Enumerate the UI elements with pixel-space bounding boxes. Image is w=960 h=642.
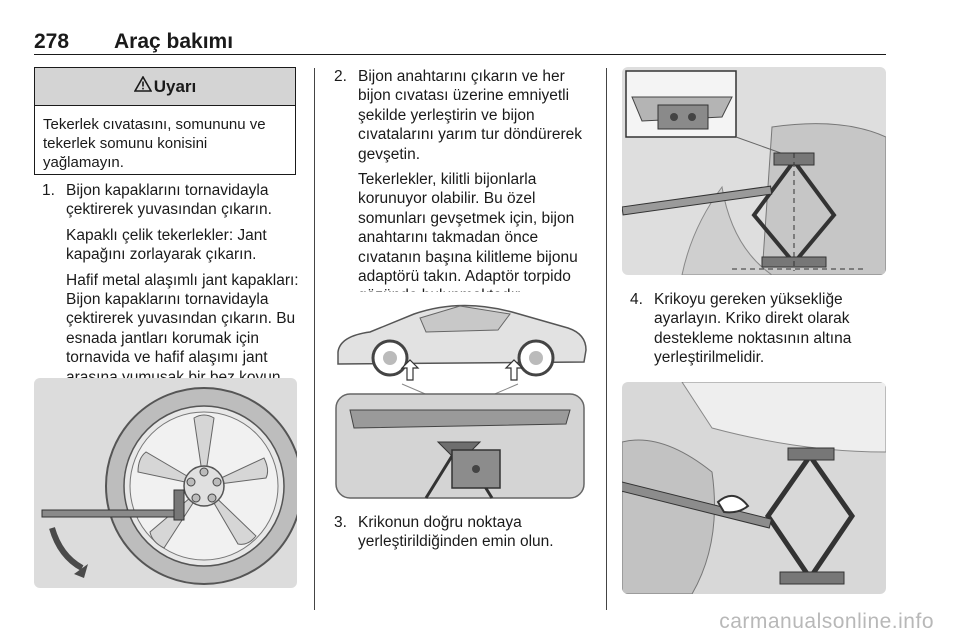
warning-triangle-icon [133,75,153,97]
step-number: 3. [334,514,347,531]
page-header: 278 Araç bakımı [34,24,886,55]
step-paragraph: Kapaklı çelik tekerlekler: Jant kapağını… [66,226,267,264]
step-number: 4. [630,291,643,308]
step-paragraph: Bijon anahtarını çıkarın ve her bijon cı… [358,68,582,163]
step-4: 4. Krikoyu gereken yüksekliğe ayarlayın.… [630,290,888,374]
step-paragraph: Tekerlekler, kilitli bijonlarla korunuyo… [358,171,578,304]
step-paragraph: Krikonun doğru noktaya yerleştirildiğind… [358,514,554,551]
wheel-cap-removal-illustration [34,378,297,588]
watermark: carmanualsonline.info [719,610,934,633]
step-3: 3. Krikonun doğru noktaya yerleştirildiğ… [334,513,596,558]
jack-height-adjust-illustration [622,382,886,594]
warning-title: Uyarı [153,76,197,96]
jack-position-illustration [622,67,886,275]
column-divider-left [314,68,315,610]
step-1: 1. Bijon kapaklarını tornavidayla çektir… [42,181,304,393]
warning-body: Tekerlek cıvatasını, somununu ve tekerle… [43,116,266,171]
page-number: 278 [34,30,70,53]
step-number: 1. [42,182,55,199]
step-paragraph: Hafif metal alaşımlı jant kapakları: Bij… [66,271,299,386]
warning-header: Uyarı [35,68,295,106]
step-number: 2. [334,68,347,85]
step-paragraph: Krikoyu gereken yüksekliğe ayarlayın. Kr… [654,291,852,367]
step-2: 2. Bijon anahtarını çıkarın ve her bijon… [334,67,596,312]
warning-box: Uyarı Tekerlek cıvatasını, somununu ve t… [34,67,296,175]
column-divider-right [606,68,607,610]
page-title: Araç bakımı [114,30,234,53]
step-paragraph: Bijon kapaklarını tornavidayla çektirere… [66,182,272,219]
car-jack-points-illustration [330,292,590,500]
